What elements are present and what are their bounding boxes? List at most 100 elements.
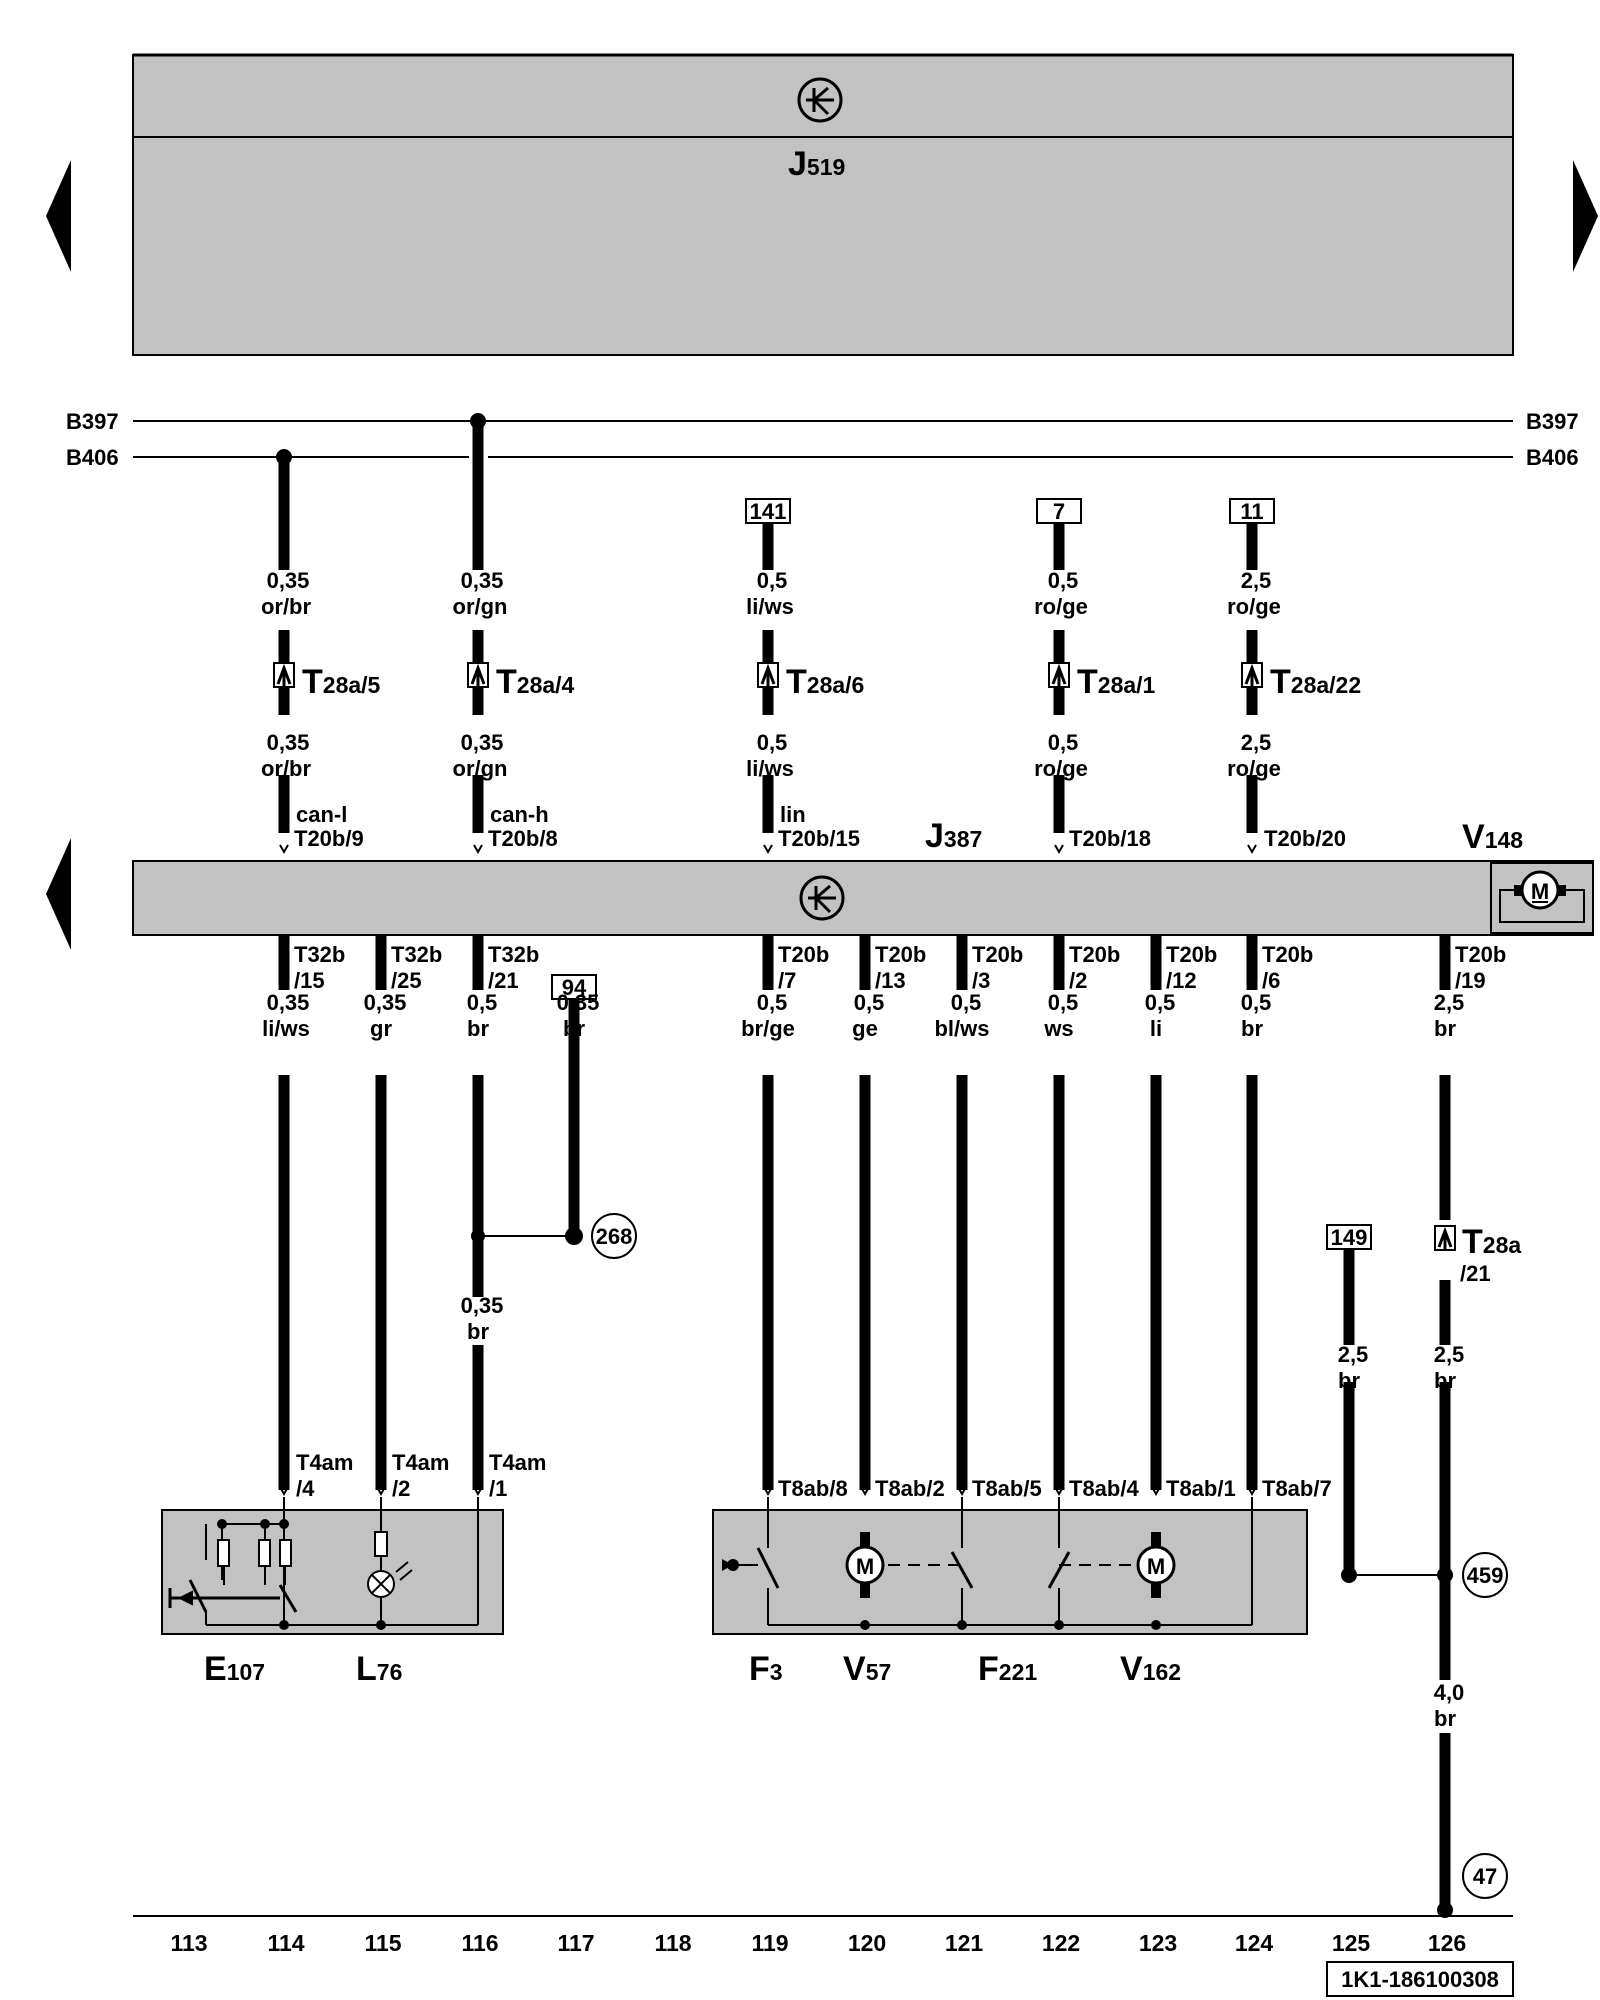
pin-label: T32b	[294, 942, 345, 967]
next-page-arrow-icon[interactable]	[1573, 160, 1598, 272]
wire-color: ge	[852, 1016, 878, 1041]
wire-color: or/br	[261, 756, 312, 781]
previous-page-arrow-icon[interactable]	[46, 160, 71, 272]
pin-label: /19	[1455, 968, 1486, 993]
connector-label: T28a/1	[1077, 663, 1156, 701]
ref-circle-459: 459	[1467, 1563, 1504, 1588]
wire-color: ro/ge	[1227, 594, 1281, 619]
wire-size: 2,5	[1241, 730, 1272, 755]
wire-size: 0,5	[1048, 568, 1079, 593]
wire-size: 0,5	[1145, 990, 1176, 1015]
column-number: 114	[267, 1930, 304, 1956]
document-id-text: 1K1-186100308	[1341, 1967, 1499, 1992]
motor-v148-icon: M	[1499, 870, 1585, 923]
top-wire-labels: 0,35 or/br T28a/5 0,35 or/br can-l T20b/…	[261, 568, 1361, 851]
label-j519: J519	[788, 145, 845, 183]
wire-color: li/ws	[746, 594, 794, 619]
wire-size: 2,5	[1434, 990, 1465, 1015]
wire-size: 2,5	[1338, 1342, 1369, 1367]
wire-color: br	[1434, 1706, 1456, 1731]
connector-icon-t28a-21: T28a /21	[1434, 1223, 1521, 1286]
column-number: 119	[751, 1930, 788, 1956]
pin-label: T20b/8	[488, 826, 558, 851]
wire-size: 0,5	[757, 730, 788, 755]
pin-label: /7	[778, 968, 796, 993]
ref-boxes-mid: 94 149	[551, 974, 1372, 1250]
pin-label: T20b	[875, 942, 926, 967]
pin-label: T8ab/5	[972, 1476, 1042, 1501]
label-f221: F221	[978, 1650, 1037, 1688]
pin-label: /25	[391, 968, 422, 993]
bus-lines: B397 B406 B397 B406	[66, 409, 1579, 470]
wire-size: 2,5	[1241, 568, 1272, 593]
bus-b397-left: B397	[66, 409, 119, 434]
pin-label: /4	[296, 1476, 315, 1501]
column-number: 126	[1428, 1930, 1466, 1956]
wire-size: 0,5	[757, 990, 788, 1015]
pin-label: /6	[1262, 968, 1280, 993]
bottom-wire-labels: T32b /15 0,35 li/ws T4am /4 T32b /25 0,3…	[262, 942, 1506, 1731]
pin-label: /13	[875, 968, 906, 993]
ref-circle-268: 268	[596, 1224, 633, 1249]
wire-size: 0,5	[1048, 730, 1079, 755]
component-block-right: M M	[712, 1497, 1308, 1635]
pin-label: T32b	[488, 942, 539, 967]
electronic-symbol-icon	[797, 77, 843, 123]
pin-label: T4am	[296, 1450, 353, 1475]
wire-size: 0,5	[757, 568, 788, 593]
wire-size: 2,5	[1434, 1342, 1465, 1367]
column-number: 117	[557, 1930, 594, 1956]
component-block-left	[161, 1497, 504, 1635]
control-unit-j387: J387 M V148	[132, 817, 1594, 936]
motor-v162-icon: M	[1136, 1532, 1176, 1598]
wire-size: 0,35	[557, 990, 600, 1015]
pin-label: T4am	[489, 1450, 546, 1475]
label-f3: F3	[749, 1650, 783, 1688]
wire-size: 0,5	[467, 990, 498, 1015]
pin-label: T8ab/4	[1069, 1476, 1139, 1501]
pin-label: T4am	[392, 1450, 449, 1475]
lamp-l76-icon	[367, 1561, 413, 1598]
wire-size: 0,5	[854, 990, 885, 1015]
pin-label: T20b/9	[294, 826, 364, 851]
column-numbers: 113 114 115 116 117 118 119 120 121 122 …	[170, 1930, 1466, 1956]
connector-arrow-icons-top	[276, 663, 1260, 686]
column-number: 122	[1042, 1930, 1080, 1956]
wire-color: ro/ge	[1034, 594, 1088, 619]
wire-color: br	[467, 1319, 489, 1344]
signal-label: can-l	[296, 802, 347, 827]
connector-label: T28a	[1462, 1223, 1521, 1261]
wire-size: 0,35	[267, 568, 310, 593]
pin-label: T20b/18	[1069, 826, 1151, 851]
signal-label: lin	[780, 802, 806, 827]
wire-color: br	[1338, 1368, 1360, 1393]
motor-v57-icon: M	[845, 1532, 885, 1598]
wire-color: ro/ge	[1034, 756, 1088, 781]
wire-size: 0,5	[951, 990, 982, 1015]
column-number: 124	[1235, 1930, 1274, 1956]
wire-color: br	[1241, 1016, 1263, 1041]
pin-label: /1	[489, 1476, 507, 1501]
column-number: 118	[654, 1930, 691, 1956]
bottom-wire-strokes	[278, 935, 1451, 1916]
bus-b406-right: B406	[1526, 445, 1579, 470]
ref-circle-47: 47	[1473, 1864, 1497, 1889]
label-e107: E107	[204, 1650, 265, 1688]
connector-label: T28a/22	[1270, 663, 1361, 701]
wire-color: gr	[370, 1016, 392, 1041]
connector-label: T28a/4	[496, 663, 575, 701]
pin-label: T20b	[1262, 942, 1313, 967]
wire-color: li/ws	[746, 756, 794, 781]
wire-size: 4,0	[1434, 1680, 1465, 1705]
wire-color: li	[1150, 1016, 1162, 1041]
wire-size: 0,35	[364, 990, 407, 1015]
pin-label: /21	[488, 968, 519, 993]
wire-size: 0,35	[461, 568, 504, 593]
wire-color: br/ge	[741, 1016, 795, 1041]
ref-boxes-top: 141 7 11	[745, 498, 1275, 524]
previous-page-arrow-icon-lower[interactable]	[46, 838, 71, 950]
bus-b406-left: B406	[66, 445, 119, 470]
wire-color: bl/ws	[934, 1016, 989, 1041]
ref-94: 94	[562, 975, 587, 1000]
